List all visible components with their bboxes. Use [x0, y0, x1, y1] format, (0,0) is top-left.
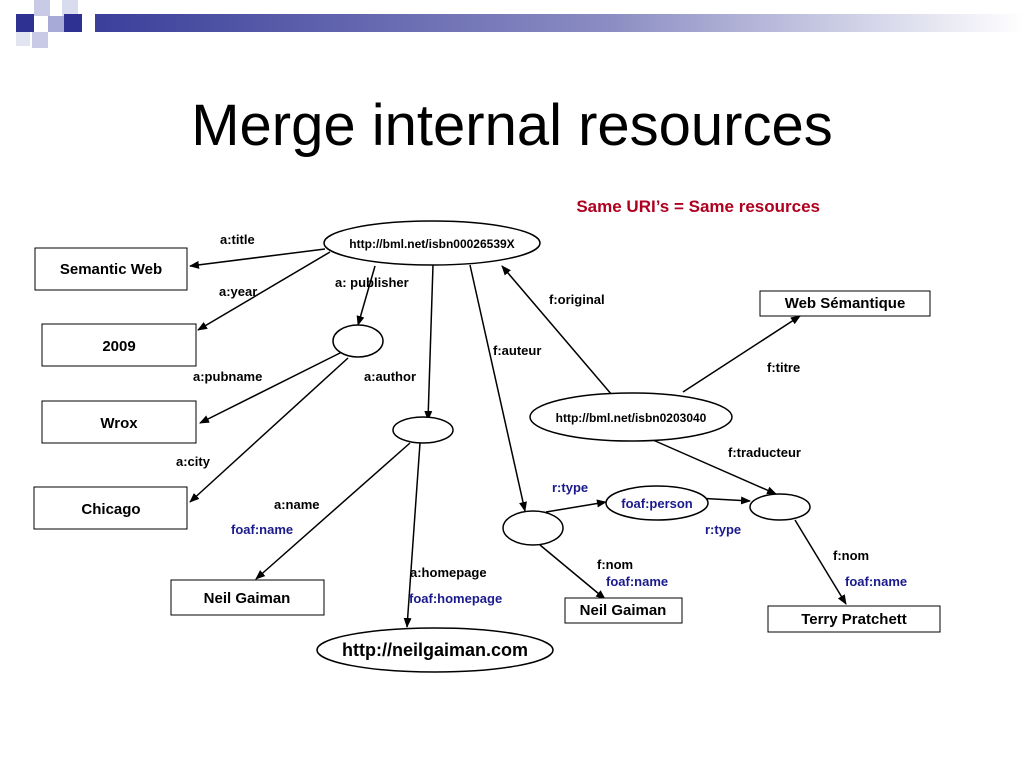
edge-label-f-titre: f:titre	[767, 360, 800, 375]
edge-label-a-homepage: a:homepage	[410, 565, 487, 580]
edge-label-a-name: a:name	[274, 497, 320, 512]
literal-neil-gaiman-left: Neil Gaiman	[170, 579, 325, 616]
edge-label-foaf-name-mid: foaf:name	[606, 574, 668, 589]
edge-a-author	[424, 264, 434, 421]
edge-label-f-nom-2: f:nom	[833, 548, 869, 563]
edge-label-foaf-name-left: foaf:name	[231, 522, 293, 537]
svg-text:Neil Gaiman: Neil Gaiman	[580, 602, 667, 619]
edge-f-titre	[682, 315, 801, 393]
edge-f-nom-2	[794, 519, 847, 605]
edge-label-a-city: a:city	[176, 454, 211, 469]
literal-web-semantique: Web Sémantique	[759, 290, 931, 317]
edge-label-r-type-1: r:type	[552, 480, 588, 495]
literal-2009: 2009	[41, 323, 197, 367]
edge-r-type-1	[545, 499, 607, 513]
svg-text:http://bml.net/isbn0203040: http://bml.net/isbn0203040	[556, 411, 707, 425]
literal-wrox: Wrox	[41, 400, 197, 444]
edge-label-f-original: f:original	[549, 292, 605, 307]
slide-title: Merge internal resources	[191, 93, 833, 158]
graph-edges	[189, 248, 847, 628]
edge-a-homepage	[403, 442, 421, 628]
edge-label-f-nom-1: f:nom	[597, 557, 633, 572]
edge-a-publisher	[356, 265, 376, 326]
edge-label-a-publisher: a: publisher	[335, 275, 409, 290]
edge-label-a-year: a:year	[219, 284, 257, 299]
edge-f-nom-1	[539, 544, 606, 600]
edge-a-city	[189, 357, 349, 503]
uri-node-main: http://bml.net/isbn00026539X	[323, 220, 541, 266]
edge-label-f-traducteur: f:traducteur	[728, 445, 801, 460]
edge-a-name	[255, 442, 411, 580]
edge-a-title	[189, 248, 326, 269]
svg-text:foaf:person: foaf:person	[621, 496, 693, 511]
edge-f-traducteur	[652, 439, 777, 495]
edge-label-foaf-name-right: foaf:name	[845, 574, 907, 589]
edge-f-auteur	[469, 264, 527, 512]
svg-text:Wrox: Wrox	[100, 415, 138, 432]
foaf-person-node: foaf:person	[605, 485, 709, 521]
svg-text:http://neilgaiman.com: http://neilgaiman.com	[342, 640, 528, 660]
header-decoration	[0, 0, 1024, 48]
edge-label-f-auteur: f:auteur	[493, 343, 541, 358]
literal-chicago: Chicago	[33, 486, 188, 530]
edge-a-pubname	[199, 351, 343, 424]
edge-label-r-type-2: r:type	[705, 522, 741, 537]
uri-node-french: http://bml.net/isbn0203040	[529, 392, 733, 442]
literal-semantic-web: Semantic Web	[34, 247, 188, 291]
blank-node-auteur	[502, 510, 564, 546]
blank-node-publisher	[332, 324, 384, 358]
blank-node-author	[392, 416, 454, 444]
svg-text:Web Sémantique: Web Sémantique	[785, 295, 906, 312]
edge-a-year	[197, 251, 331, 331]
edge-label-a-title: a:title	[220, 232, 255, 247]
svg-text:Semantic Web: Semantic Web	[60, 261, 162, 278]
literal-terry-pratchett: Terry Pratchett	[767, 605, 941, 633]
svg-text:http://bml.net/isbn00026539X: http://bml.net/isbn00026539X	[349, 237, 514, 251]
edge-f-original	[501, 265, 613, 396]
edge-label-a-pubname: a:pubname	[193, 369, 262, 384]
svg-text:Chicago: Chicago	[81, 501, 140, 518]
same-uri-note: Same URI’s = Same resources	[576, 197, 820, 216]
edge-label-foaf-homepage: foaf:homepage	[409, 591, 502, 606]
svg-text:Neil Gaiman: Neil Gaiman	[204, 590, 291, 607]
blank-node-traducteur	[749, 493, 811, 521]
literal-neil-gaiman-right: Neil Gaiman	[564, 597, 683, 624]
svg-text:2009: 2009	[102, 338, 135, 355]
svg-text:Terry Pratchett: Terry Pratchett	[801, 611, 907, 628]
uri-node-homepage: http://neilgaiman.com	[316, 627, 554, 673]
edge-label-a-author: a:author	[364, 369, 416, 384]
